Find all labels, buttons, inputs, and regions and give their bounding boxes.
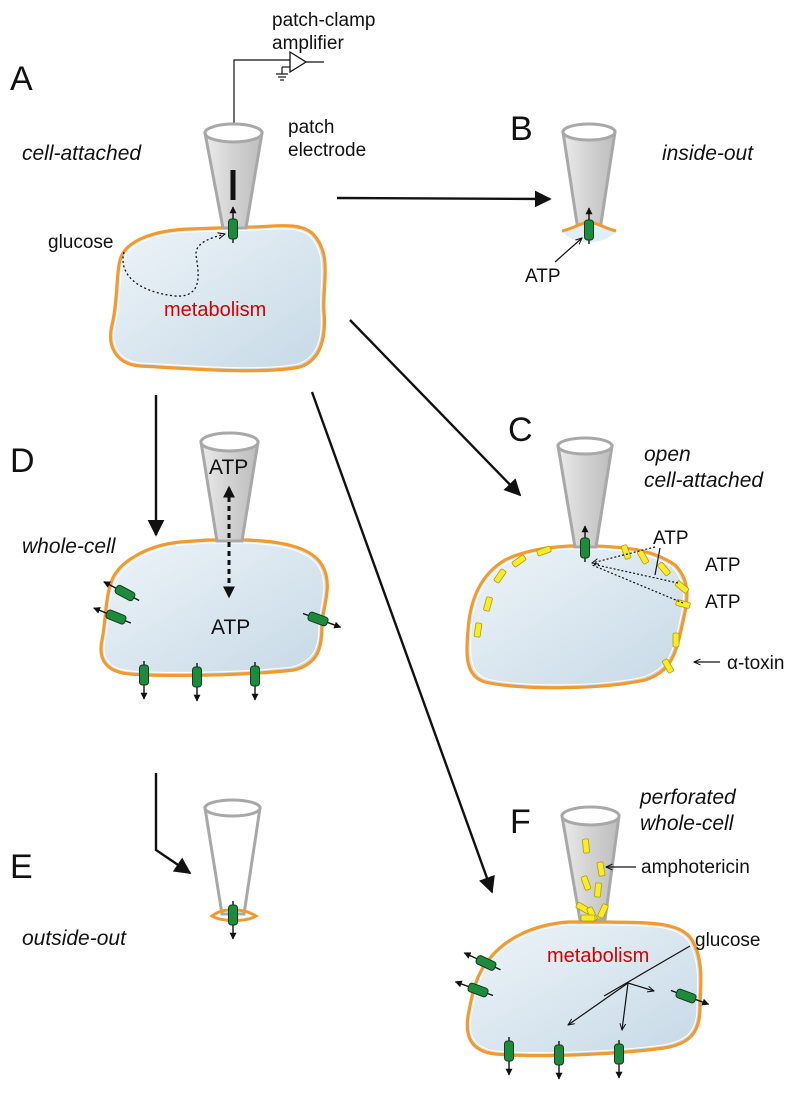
arrow-d-to-e [154,773,192,874]
panel-letter-b: B [510,110,533,148]
arrow-a-to-f [310,391,495,894]
channel-icon [251,662,260,700]
panel-f: F perforated whole-cell amphotericin met… [454,786,761,1079]
mode-label-a: cell-attached [22,142,142,165]
electrode-label-line1: patch [288,117,334,138]
mode-label-f-line1: perforated [639,786,737,809]
arrow-a-to-c [349,319,522,497]
channel-icon [193,663,202,701]
channel-icon [615,1040,624,1078]
glucose-label-a: glucose [48,232,114,253]
metabolism-label-a: metabolism [164,299,266,321]
channel-icon [140,661,149,699]
amphotericin-label: amphotericin [641,857,750,878]
pipette-f [560,814,621,922]
toxin-label: α-toxin [727,653,784,674]
panel-letter-c: C [508,411,533,449]
panel-letter-f: F [510,803,531,841]
panel-c: C open cell-attached ATP ATP [465,411,784,690]
cell-d [99,538,329,678]
panel-d: D whole-cell ATP ATP [10,431,342,701]
metabolism-label-f: metabolism [547,945,649,967]
flow-arrows [147,190,552,894]
channel-icon [555,1041,564,1079]
cell-a [109,224,327,373]
arrow-a-to-b [336,190,552,208]
electrode-label-line2: electrode [288,140,366,161]
panel-b: B inside-out ATP [510,110,754,287]
panel-letter-e: E [10,848,33,886]
atp-label-c1: ATP [653,528,689,549]
mode-label-c-line2: cell-attached [644,469,764,492]
channel-icon [505,1037,514,1075]
pipette-e [203,806,262,916]
amplifier-label-line2: amplifier [272,33,344,54]
cell-c [465,544,689,690]
mode-label-d: whole-cell [22,535,117,558]
channel-icon [229,901,238,939]
glucose-label-f: glucose [695,930,761,951]
panel-letter-d: D [10,442,35,480]
amplifier-triangle-icon [289,50,308,74]
mode-label-c-line1: open [644,443,691,466]
atp-pipette-label-d: ATP [209,456,248,479]
panel-letter-a: A [10,60,33,98]
pore-icon [594,882,602,898]
panel-a: A cell-attached patch-clamp amplifier pa… [10,10,376,373]
atp-label-c3: ATP [705,592,741,613]
pore-icon [582,838,590,854]
cell-f [465,920,703,1058]
amplifier-label-line1: patch-clamp [272,10,376,31]
ground-icon [276,66,290,81]
panel-e: E outside-out [10,798,262,950]
atp-cell-label-d: ATP [211,616,250,639]
pore-icon [672,632,680,648]
pore-icon [580,914,596,922]
mode-label-e: outside-out [22,927,127,950]
mode-label-b: inside-out [662,142,754,165]
atp-label-c2: ATP [705,555,741,576]
mode-label-f-line2: whole-cell [640,812,735,835]
atp-label-b: ATP [525,266,561,287]
